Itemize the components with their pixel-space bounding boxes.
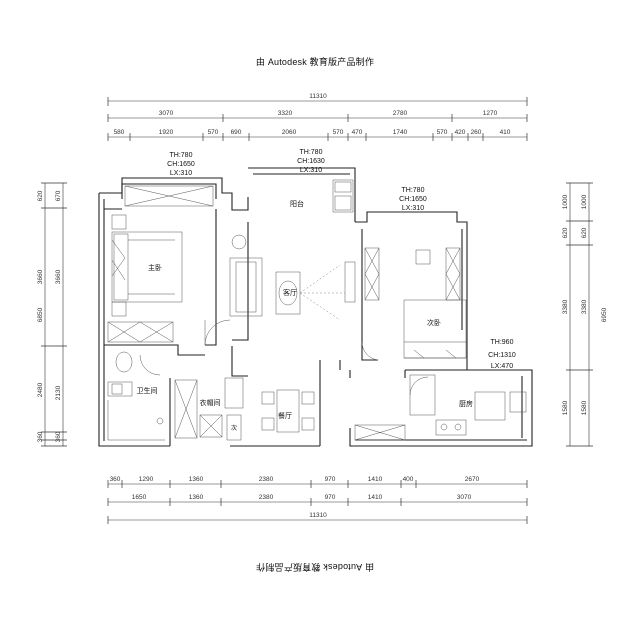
dim-top-inner: 420 xyxy=(455,129,466,136)
dim-left-mid: 3660 xyxy=(37,269,44,284)
living-view-lines xyxy=(299,264,345,321)
dim-left-inner: 2130 xyxy=(55,385,62,400)
walls xyxy=(98,167,533,447)
dim-right-mid: 620 xyxy=(562,227,569,238)
kitchen-stove xyxy=(474,391,506,421)
dim-bottom-mid: 3070 xyxy=(457,494,472,501)
dim-left-inner: 3660 xyxy=(55,269,62,284)
dim-top-inner: 410 xyxy=(500,129,511,136)
dim-top-inner: 1740 xyxy=(393,129,408,136)
window-2-lx: LX:310 xyxy=(300,167,322,174)
window-2-ch: CH:1630 xyxy=(297,158,325,165)
window-4-ch: CH:1310 xyxy=(488,352,516,359)
dim-right-mid: 1000 xyxy=(562,194,569,209)
dim-top-inner: 470 xyxy=(352,129,363,136)
dimension-ticks xyxy=(41,97,593,524)
dim-bottom-mid: 1360 xyxy=(189,494,204,501)
label-kitchen: 厨房 xyxy=(459,399,473,408)
dim-top-inner: 690 xyxy=(231,129,242,136)
dim-left-mid: 620 xyxy=(37,190,44,201)
dim-bottom-mid: 970 xyxy=(325,494,336,501)
label-dining-room: 餐厅 xyxy=(278,411,292,420)
dim-top-inner: 580 xyxy=(114,129,125,136)
dim-bottom-mid: 1650 xyxy=(132,494,147,501)
dim-right-total: 6950 xyxy=(601,307,608,322)
dim-left-inner: 360 xyxy=(55,431,62,442)
dim-top-inner: 260 xyxy=(471,129,482,136)
right-dimension-labels: 1000 620 3380 1580 1000 620 3380 1580 69… xyxy=(562,194,608,415)
window-3-th: TH:780 xyxy=(402,187,425,194)
dim-bottom-mid: 2380 xyxy=(259,494,274,501)
master-bed xyxy=(111,231,183,303)
label-master-bedroom: 主卧 xyxy=(148,263,162,272)
dim-top-mid: 3070 xyxy=(159,110,174,117)
toilet xyxy=(115,351,133,373)
master-cabinet xyxy=(107,321,174,343)
second-bed xyxy=(403,299,467,359)
dim-left-total: 6850 xyxy=(37,307,44,322)
dim-bottom-inner: 2380 xyxy=(259,476,274,483)
dim-top-inner: 570 xyxy=(437,129,448,136)
dim-left-inner: 670 xyxy=(55,190,62,201)
dim-right-inner: 1580 xyxy=(581,400,588,415)
dim-right-mid: 1580 xyxy=(562,400,569,415)
window-3-lx: LX:310 xyxy=(402,205,424,212)
dim-right-inner: 620 xyxy=(581,227,588,238)
label-balcony: 阳台 xyxy=(290,199,304,208)
window-4-th: TH:960 xyxy=(491,339,514,346)
dim-top-inner: 570 xyxy=(208,129,219,136)
window-2-th: TH:780 xyxy=(300,149,323,156)
dim-bottom-mid: 1410 xyxy=(368,494,383,501)
dim-bottom-inner: 1410 xyxy=(368,476,383,483)
dim-top-inner: 1920 xyxy=(159,129,174,136)
left-dimension-labels: 6850 620 3660 2480 360 670 3660 2130 360 xyxy=(37,190,62,442)
window-1-th: TH:780 xyxy=(170,152,193,159)
dim-right-inner: 1000 xyxy=(581,194,588,209)
dim-top-total: 11310 xyxy=(309,93,327,100)
window-3-ch: CH:1650 xyxy=(399,196,427,203)
dim-bottom-inner: 400 xyxy=(403,476,414,483)
dim-bottom-inner: 970 xyxy=(325,476,336,483)
top-dimension-labels: 11310 3070 3320 2780 1270 580 1920 570 6… xyxy=(114,93,511,136)
window-1-ch: CH:1650 xyxy=(167,161,195,168)
sofa xyxy=(229,257,263,317)
dim-right-mid: 3380 xyxy=(562,299,569,314)
label-small: 次 xyxy=(231,424,237,432)
dim-top-mid: 3320 xyxy=(278,110,293,117)
bottom-dimension-labels: 360 1290 1360 2380 970 1410 400 2670 165… xyxy=(110,476,480,519)
dim-top-inner: 570 xyxy=(333,129,344,136)
dim-bottom-total: 11310 xyxy=(309,512,327,519)
dim-left-mid: 2480 xyxy=(37,382,44,397)
dim-top-mid: 2780 xyxy=(393,110,408,117)
master-wardrobe xyxy=(124,185,214,207)
window-specs: TH:780 CH:1650 LX:310 TH:780 CH:1630 LX:… xyxy=(167,149,516,370)
dim-bottom-inner: 1360 xyxy=(189,476,204,483)
dim-bottom-inner: 1290 xyxy=(139,476,154,483)
dim-bottom-inner: 360 xyxy=(110,476,121,483)
label-living-room: 客厅 xyxy=(283,288,297,297)
label-second-bedroom: 次卧 xyxy=(427,318,441,327)
dim-bottom-inner: 2670 xyxy=(465,476,480,483)
room-labels: 主卧 阳台 客厅 次卧 卫生间 衣帽间 餐厅 厨房 次 xyxy=(137,199,474,432)
dim-left-mid: 360 xyxy=(37,431,44,442)
label-cloakroom: 衣帽间 xyxy=(200,398,221,407)
window-4-lx: LX:470 xyxy=(491,363,513,370)
dimension-lines xyxy=(44,100,590,521)
dining-table xyxy=(276,389,300,433)
fixtures xyxy=(107,179,527,441)
window-1-lx: LX:310 xyxy=(170,170,192,177)
dim-top-mid: 1270 xyxy=(483,110,498,117)
dim-top-inner: 2060 xyxy=(282,129,297,136)
label-bathroom: 卫生间 xyxy=(137,386,158,395)
door-arc xyxy=(204,319,231,346)
watermark-top: 由 Autodesk 教育版产品制作 xyxy=(255,57,375,67)
dim-right-inner: 3380 xyxy=(581,299,588,314)
